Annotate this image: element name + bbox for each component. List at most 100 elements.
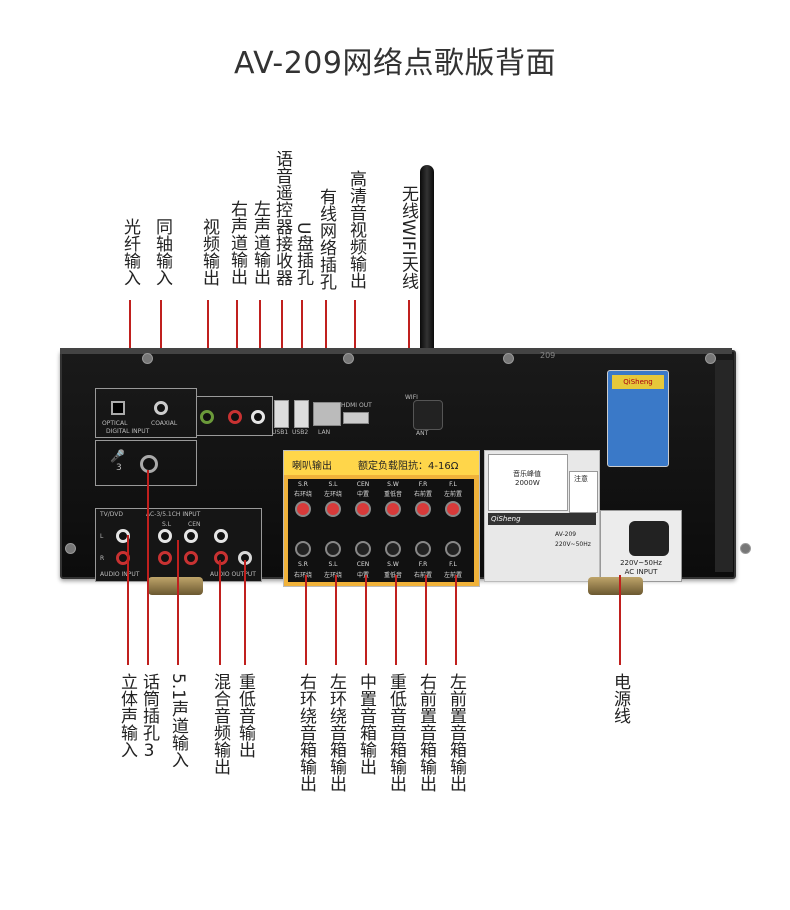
left-out-jack[interactable] xyxy=(251,410,265,424)
terminal-code: CEN xyxy=(356,481,370,488)
spec-label: 音乐峰值 2000W 注意 QiSheng AV-209 220V~50Hz xyxy=(484,450,600,582)
pointer-sub-out xyxy=(244,560,246,665)
mix-out-l-jack[interactable] xyxy=(214,529,228,543)
antenna-connector xyxy=(413,400,443,430)
terminal-name: 右前置 xyxy=(413,572,432,579)
ac-input-panel: 220V~50Hz AC INPUT xyxy=(600,510,682,582)
pointer-mic-jack xyxy=(147,470,149,665)
usb1-text: USB1 xyxy=(272,429,289,436)
cen-negative-terminal[interactable] xyxy=(355,541,371,557)
surround-sl-jack[interactable] xyxy=(158,529,172,543)
label-ir-receiver: 语音遥控器接收器 xyxy=(272,150,292,286)
fr-positive-terminal[interactable] xyxy=(415,501,431,517)
mic-number: 3 xyxy=(116,463,122,473)
label-optical: 光纤输入 xyxy=(120,218,140,286)
usb1-port[interactable] xyxy=(274,400,289,428)
frequency-chart: 音乐峰值 2000W xyxy=(488,454,568,511)
serial-text: 209 xyxy=(540,351,556,360)
terminal-name: 重低音 xyxy=(383,572,402,579)
terminal-code: S.L xyxy=(328,481,338,488)
usb2-text: USB2 xyxy=(292,429,309,436)
label-sw-spk: 重低音音箱输出 xyxy=(386,673,406,792)
screw-icon xyxy=(65,543,76,554)
mix-out-r-jack[interactable] xyxy=(214,551,228,565)
terminal-code: S.W xyxy=(387,481,399,488)
screw-icon xyxy=(142,353,153,364)
terminal-name: 右前置 xyxy=(413,491,432,498)
video-out-jack[interactable] xyxy=(200,410,214,424)
certification-sticker: QiSheng xyxy=(607,370,669,467)
right-out-jack[interactable] xyxy=(228,410,242,424)
cen-positive-terminal[interactable] xyxy=(355,501,371,517)
pointer-power xyxy=(619,575,621,665)
lan-port[interactable] xyxy=(313,402,341,426)
voltage-text: 220V~50Hz xyxy=(555,541,591,548)
terminal-name: 左环绕 xyxy=(323,491,342,498)
label-stereo-in: 立体声输入 xyxy=(117,673,137,758)
coaxial-jack[interactable] xyxy=(154,401,168,415)
pointer-cen-spk xyxy=(365,575,367,665)
pointer-surround-in xyxy=(177,540,179,665)
sl-positive-terminal[interactable] xyxy=(325,501,341,517)
terminal-code: F.L xyxy=(449,481,457,488)
power-plug[interactable] xyxy=(629,521,669,556)
warning-label: 注意 xyxy=(569,471,598,513)
terminal-name: 左前置 xyxy=(443,572,462,579)
digital-input-text: DIGITAL INPUT xyxy=(106,428,150,435)
terminal-name: 右环绕 xyxy=(293,572,312,579)
wifi-text: WIFI xyxy=(405,394,418,401)
pointer-sr-spk xyxy=(305,575,307,665)
mic-icon: 🎤 xyxy=(110,449,125,463)
label-coaxial: 同轴输入 xyxy=(152,218,172,286)
label-surround-in: 5.1声道输入 xyxy=(168,673,188,769)
mic-panel: 3 🎤 xyxy=(95,440,197,486)
sw-positive-terminal[interactable] xyxy=(385,501,401,517)
ac-input-text: AC INPUT xyxy=(624,568,658,576)
surround-sr-jack[interactable] xyxy=(158,551,172,565)
label-lan: 有线网络插孔 xyxy=(316,188,336,290)
label-fr-spk: 右前置音箱输出 xyxy=(416,673,436,792)
terminal-code: F.R xyxy=(418,481,428,488)
fr-negative-terminal[interactable] xyxy=(415,541,431,557)
sr-positive-terminal[interactable] xyxy=(295,501,311,517)
model-text: AV-209 xyxy=(555,531,577,538)
fl-negative-terminal[interactable] xyxy=(445,541,461,557)
sr-negative-terminal[interactable] xyxy=(295,541,311,557)
speaker-terminal-area: S.R S.L CEN S.W F.R F.L 右环绕 左环绕 中置 重低音 右… xyxy=(288,479,474,582)
label-left-out: 左声道输出 xyxy=(250,200,270,285)
device-foot xyxy=(588,577,643,595)
usb2-port[interactable] xyxy=(294,400,309,428)
ant-text: ANT xyxy=(416,430,429,437)
label-usb: U盘插孔 xyxy=(293,222,313,286)
terminal-code: F.L xyxy=(449,561,457,568)
terminal-name: 中置 xyxy=(356,491,369,498)
terminal-name: 左前置 xyxy=(443,491,462,498)
pointer-fl-spk xyxy=(455,575,457,665)
pointer-sw-spk xyxy=(395,575,397,665)
terminal-code: S.W xyxy=(387,561,399,568)
label-right-out: 右声道输出 xyxy=(227,200,247,285)
sw-negative-terminal[interactable] xyxy=(385,541,401,557)
screw-icon xyxy=(740,543,751,554)
r-text: R xyxy=(100,555,105,562)
terminal-code: CEN xyxy=(356,561,370,568)
surround-sw-jack[interactable] xyxy=(184,551,198,565)
device-foot xyxy=(148,577,203,595)
screw-icon xyxy=(503,353,514,364)
music-power-text: 音乐峰值 xyxy=(513,470,541,478)
speaker-output-panel: 喇叭输出 额定负载阻抗：4-16Ω S.R S.L CEN S.W F.R F.… xyxy=(283,450,480,587)
hdmi-port[interactable] xyxy=(343,412,369,424)
sl-negative-terminal[interactable] xyxy=(325,541,341,557)
label-sr-spk: 右环绕音箱输出 xyxy=(296,673,316,792)
screw-icon xyxy=(343,353,354,364)
fl-positive-terminal[interactable] xyxy=(445,501,461,517)
speaker-panel-title: 喇叭输出 xyxy=(292,461,332,472)
label-power: 电源线 xyxy=(610,673,630,724)
label-video-out: 视频输出 xyxy=(199,218,219,286)
mic-jack[interactable] xyxy=(140,455,158,473)
terminal-name: 左环绕 xyxy=(323,572,342,579)
optical-port[interactable] xyxy=(111,401,125,415)
terminal-code: F.R xyxy=(418,561,428,568)
l-text: L xyxy=(100,533,104,540)
surround-cen-jack[interactable] xyxy=(184,529,198,543)
